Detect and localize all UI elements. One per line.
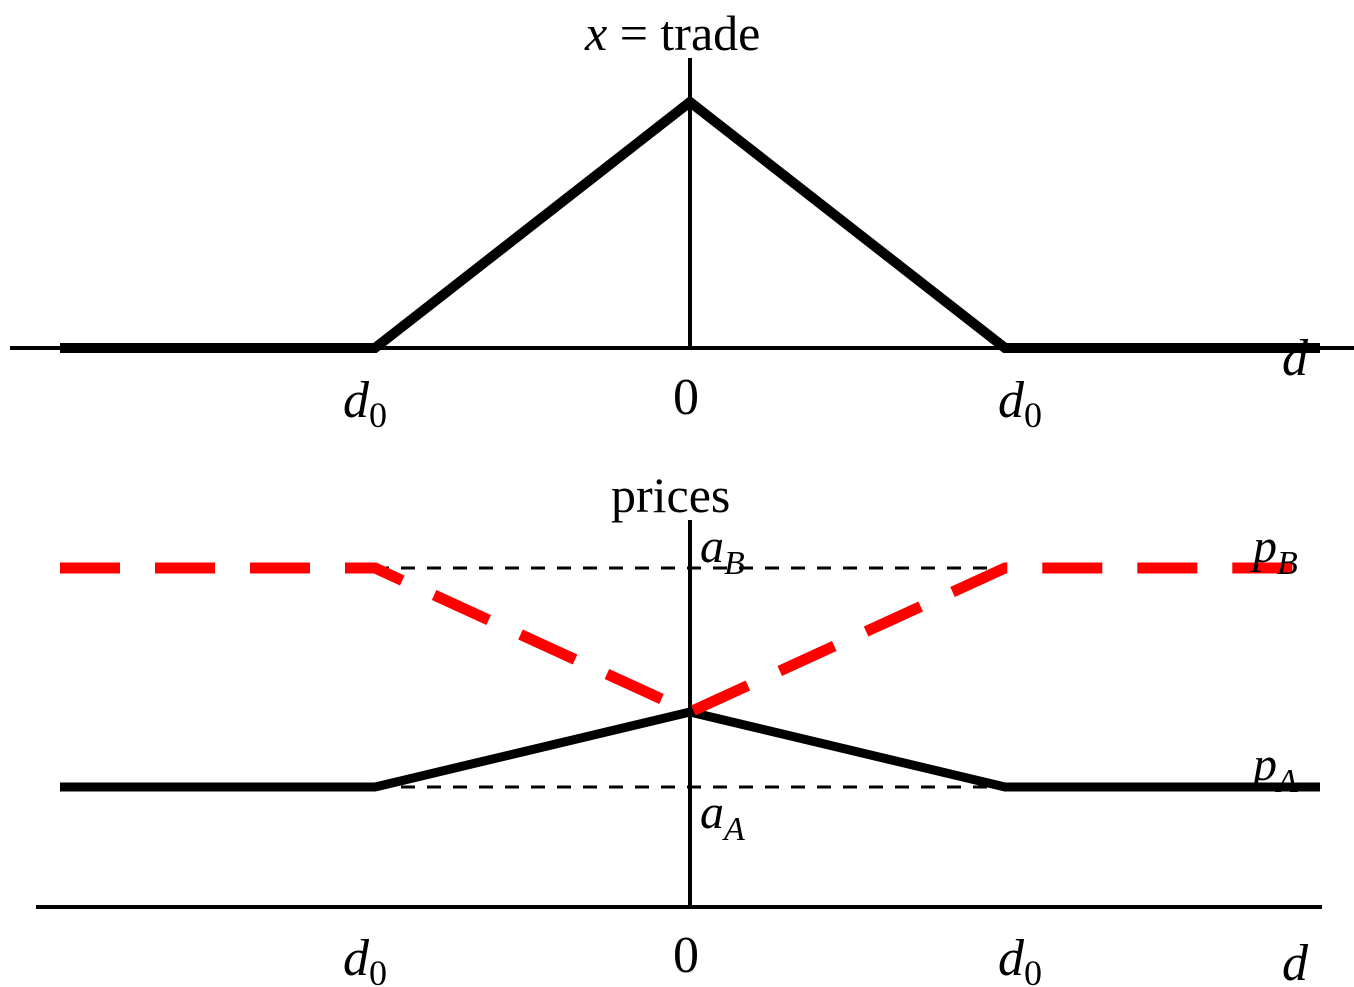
price-B-curve xyxy=(60,562,1320,719)
bottom-tick-right: d0 xyxy=(998,930,1042,987)
price-A-curve xyxy=(60,707,1320,792)
trade-curve xyxy=(60,95,1320,353)
top-x-axis-label: d xyxy=(1282,330,1309,387)
aB-label: aB xyxy=(700,520,745,582)
aA-label: aA xyxy=(700,786,745,848)
bottom-title: prices xyxy=(611,467,730,523)
top-title: x = trade xyxy=(584,5,760,61)
top-panel: x = trade d d0 0 d0 xyxy=(10,5,1354,435)
top-tick-left: d0 xyxy=(343,372,387,435)
top-tick-center: 0 xyxy=(673,369,699,426)
bottom-tick-left: d0 xyxy=(343,930,387,987)
bottom-panel: prices aB aA pB pA d d0 0 d0 xyxy=(36,467,1322,987)
top-tick-right: d0 xyxy=(998,372,1042,435)
bottom-x-axis-label: d xyxy=(1282,935,1309,987)
pA-label: pA xyxy=(1250,738,1298,800)
pB-label: pB xyxy=(1250,520,1298,582)
bottom-tick-center: 0 xyxy=(673,927,699,984)
